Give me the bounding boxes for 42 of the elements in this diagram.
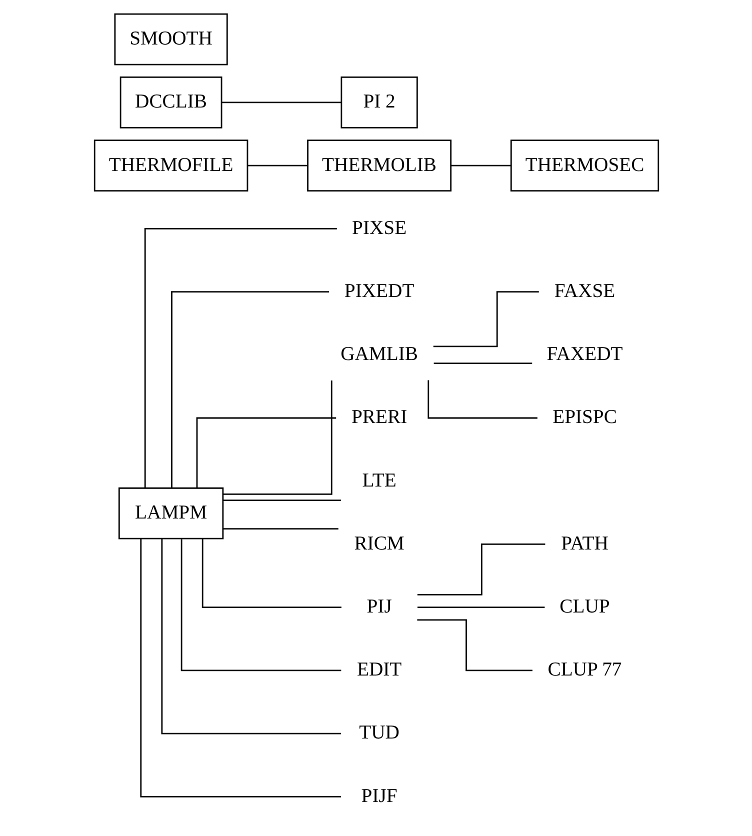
node-text: PRERI [350,407,407,428]
node-text: FAXSE [554,280,615,302]
connector [248,164,307,166]
node-text: PIJF [360,786,397,807]
connector [180,539,341,672]
node-box: LAMPM [118,487,224,540]
node-text: LTE [362,470,396,492]
node-box: SMOOTH [114,13,228,66]
connector [416,606,544,608]
connector [427,380,537,419]
node-text: TUD [358,722,399,744]
connector [144,228,336,488]
connector [196,417,336,488]
connector [140,539,340,798]
connector [432,291,538,348]
connector [222,102,341,104]
node-text: PATH [560,533,608,554]
node-box: THERMOFILE [93,140,248,192]
connector [222,528,338,530]
node-text: RICM [354,533,404,554]
node-text: FAXEDT [546,344,622,366]
node-text: EDIT [356,660,402,681]
connector [201,539,341,608]
connector [222,380,332,495]
connector [416,619,532,672]
connector [160,538,340,734]
node-text: PIXSE [352,218,406,239]
connector [450,164,510,166]
node-text: EPISPC [552,407,616,428]
connector [433,362,532,364]
connector [170,291,329,488]
node-text: GAMLIB [340,344,418,366]
connector [416,544,545,596]
node-text: CLUP [559,596,610,618]
connector [222,500,341,501]
node-box: THERMOSEC [510,140,659,192]
node-box: PI 2 [340,76,418,128]
node-box: THERMOLIB [306,140,452,192]
node-text: CLUP 77 [547,660,622,681]
node-text: PIXEDT [344,280,414,302]
node-text: PIJ [366,596,392,618]
node-box: DCCLIB [119,76,222,128]
